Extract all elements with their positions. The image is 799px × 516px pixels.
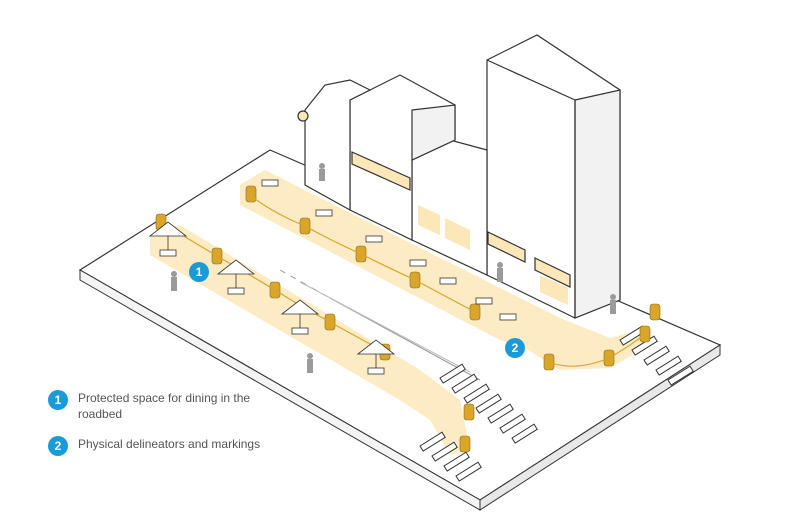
crosswalk [419,325,694,482]
legend-item-2: 2 Physical delineators and markings [48,436,278,456]
callout-1-marker: 1 [189,262,209,282]
street-base [78,149,722,511]
delineator-rope [160,195,646,367]
buildings [297,34,621,319]
dining-tables-left [148,221,396,375]
dining-zone-right [240,170,650,370]
pedestrians [171,163,616,373]
legend-item-1: 1 Protected space for dining in the road… [48,390,278,422]
dining-zone-left [150,225,470,455]
legend: 1 Protected space for dining in the road… [48,390,278,470]
lane-markings [279,269,481,381]
callout-2-marker: 2 [505,338,525,358]
legend-badge-1: 1 [48,390,68,410]
legend-badge-2: 2 [48,436,68,456]
legend-text-1: Protected space for dining in the roadbe… [78,391,251,421]
dining-tables-right [261,179,517,321]
legend-text-2: Physical delineators and markings [78,437,261,451]
